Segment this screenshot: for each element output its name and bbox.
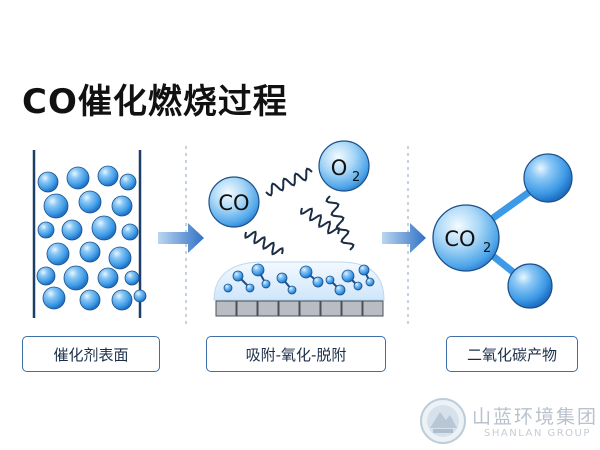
catalyst-pellet (108, 246, 132, 270)
adsorbed-atom (232, 270, 244, 282)
adsorbed-atom (312, 276, 324, 288)
catalyst-pellet (97, 165, 119, 187)
substrate-tile (299, 300, 321, 317)
oxygen-atom (523, 153, 573, 203)
catalyst-pellet (79, 241, 101, 263)
co2-subscript: 2 (483, 241, 491, 256)
arrow-icon (382, 223, 426, 253)
catalyst-pellet (37, 171, 59, 193)
o2-molecule: O 2 (318, 140, 370, 192)
adsorbed-atom (365, 277, 375, 287)
co2-molecule: CO 2 (432, 153, 573, 309)
adsorbed-atom (353, 281, 363, 291)
adsorbed-atom (276, 272, 288, 284)
arrow-icon (158, 223, 204, 253)
substrate-tile (320, 300, 342, 317)
substrate-tiles (215, 300, 384, 317)
catalyst-pellet (97, 267, 119, 289)
wave-line (244, 230, 284, 256)
adsorbed-atom (245, 283, 255, 293)
co2-label: CO (444, 227, 475, 251)
adsorbed-atom (358, 264, 370, 276)
catalyst-pellet (79, 289, 101, 311)
catalyst-pellet (36, 266, 56, 286)
substrate-tile (257, 300, 279, 317)
oxygen-atom (507, 263, 553, 309)
catalyst-pellet (63, 265, 89, 291)
page-title: CO催化燃烧过程 (22, 82, 288, 122)
adsorbed-atom (341, 269, 355, 283)
catalyst-pellet (121, 223, 139, 241)
catalyst-pellet (61, 219, 83, 241)
catalyst-pellet (78, 190, 102, 214)
adsorbed-molecules (223, 263, 375, 296)
watermark-brand-english: SHANLAN GROUP (484, 428, 591, 439)
watermark-brand: 山蓝环境集团 (472, 406, 599, 428)
substrate-tile (362, 300, 384, 317)
catalyst-container (32, 150, 147, 318)
o2-label: O (331, 156, 348, 180)
shanlan-logo-icon (420, 398, 466, 444)
adsorbed-atom (261, 279, 271, 289)
wave-line (265, 167, 313, 197)
catalyst-pellet (119, 173, 137, 191)
carbon-atom (432, 204, 500, 272)
adsorbed-atom (223, 283, 233, 293)
catalyst-surface (213, 261, 385, 317)
catalyst-pellet (111, 195, 133, 217)
o2-subscript: 2 (352, 170, 360, 185)
co-molecule: CO (208, 176, 260, 228)
catalyst-pellet (37, 221, 55, 239)
catalyst-pellet (111, 289, 133, 311)
catalyst-pellet (46, 242, 70, 266)
substrate-tile (236, 300, 258, 317)
energy-waves (244, 167, 355, 256)
stage-label-catalyst-surface: 催化剂表面 (22, 336, 160, 372)
adsorbed-atom (299, 265, 313, 279)
co-label: CO (218, 191, 249, 215)
wave-line (325, 195, 355, 251)
catalyst-pellet (133, 289, 147, 303)
substrate-tile (341, 300, 363, 317)
adsorbed-atom (325, 275, 335, 285)
catalyst-pellet (124, 270, 140, 286)
adsorbed-atom (334, 284, 346, 296)
catalyst-pellet (43, 193, 69, 219)
catalyst-pellet (66, 166, 90, 190)
stage-label-adsorption-oxidation: 吸附-氧化-脱附 (206, 336, 386, 372)
catalyst-pellets (36, 165, 147, 311)
substrate-tile (278, 300, 300, 317)
catalyst-pellet (91, 215, 117, 241)
adsorbed-atom (251, 263, 265, 277)
wave-line (300, 207, 340, 235)
stage-label-co2-product: 二氧化碳产物 (446, 336, 578, 372)
adsorbed-atom (287, 285, 297, 295)
catalyst-pellet (42, 286, 66, 310)
substrate-tile (215, 300, 237, 317)
